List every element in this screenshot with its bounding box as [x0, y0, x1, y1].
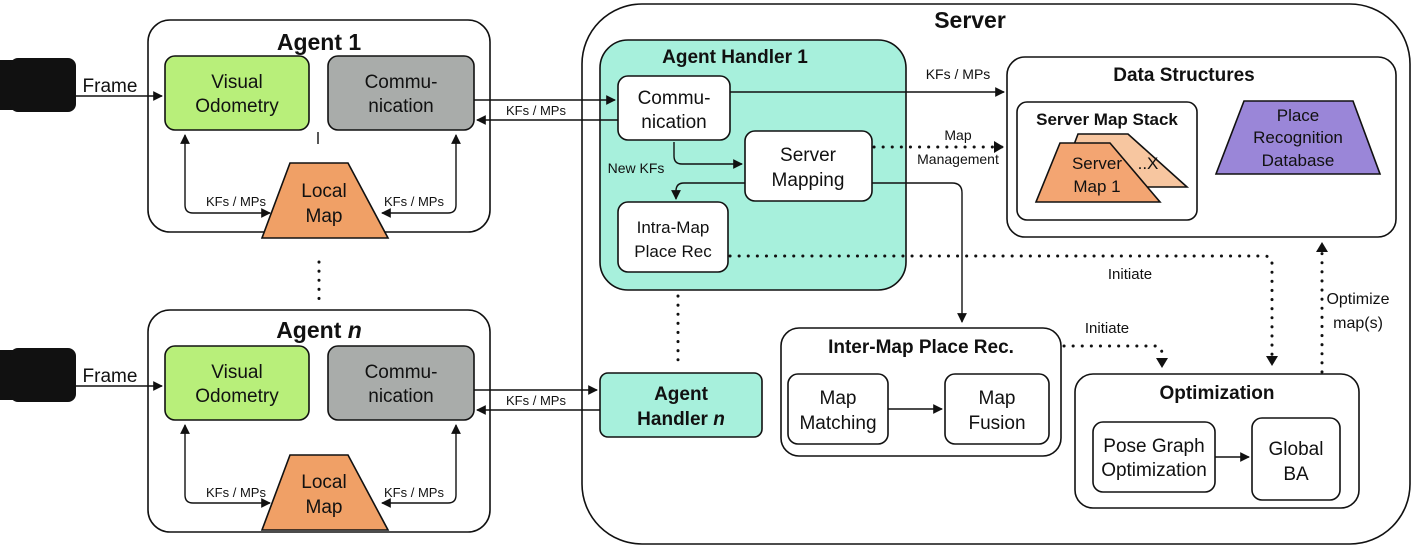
agent-handler-n: Agent Handler n: [599, 372, 763, 438]
svg-text:Place: Place: [1277, 106, 1320, 125]
map-label: Map: [944, 127, 971, 143]
server-map-stack: Server Map Stack ..X Server Map 1: [1016, 101, 1198, 221]
svg-text:Mapping: Mapping: [772, 170, 845, 191]
data-structures-title: Data Structures: [1113, 65, 1255, 86]
svg-text:Recognition: Recognition: [1253, 128, 1343, 147]
optimization-title: Optimization: [1159, 383, 1274, 404]
svg-text:Database: Database: [1262, 151, 1335, 170]
kfs-mps-left: KFs / MPs: [206, 485, 266, 500]
svg-text:Optimization: Optimization: [1101, 460, 1207, 481]
svg-text:Global: Global: [1269, 439, 1324, 460]
communication-box: Commu- nication: [327, 55, 475, 131]
pose-graph-optimization-box: Pose Graph Optimization: [1092, 421, 1216, 493]
vo-line1: Visual: [211, 362, 262, 383]
comm-line2: nication: [368, 386, 434, 407]
kfs-mps-data-structures-label: KFs / MPs: [926, 66, 991, 82]
visual-odometry-box: Visual Odometry: [164, 55, 310, 131]
camera-icon: [0, 348, 76, 402]
inter-map-place-rec-panel: Inter-Map Place Rec. Map Matching Map Fu…: [780, 327, 1062, 457]
agent-1-panel: Agent 1 Frame Visual Odometry Commu- nic…: [0, 19, 491, 239]
intra-map-place-rec-box: Intra-Map Place Rec: [617, 201, 729, 273]
optimize-line1: Optimize: [1326, 291, 1389, 308]
map-fusion-box: Map Fusion: [944, 373, 1050, 445]
handler-communication-box: Commu- nication: [617, 75, 731, 141]
map-matching-box: Map Matching: [787, 373, 889, 445]
local-map-line2: Map: [306, 206, 343, 227]
server-panel: Server Agent Handler 1 Commu- nication S…: [581, 3, 1411, 545]
svg-text:Map: Map: [979, 388, 1016, 409]
agent-n-title: Agent n: [276, 317, 362, 343]
vo-line2: Odometry: [195, 386, 279, 407]
local-map-line2: Map: [306, 497, 343, 518]
svg-text:Place Rec: Place Rec: [634, 242, 712, 261]
svg-text:Server: Server: [780, 145, 837, 166]
place-recognition-database: Place Recognition Database: [1214, 100, 1382, 175]
svg-text:Matching: Matching: [799, 413, 876, 434]
initiate-mid-label: Initiate: [1085, 320, 1129, 337]
local-map-shape: Local Map: [260, 454, 390, 531]
svg-text:Agent: Agent: [654, 384, 709, 405]
vo-line1: Visual: [211, 72, 262, 93]
camera-icon: [0, 58, 76, 112]
comm-line1: Commu-: [365, 362, 438, 383]
agent-handler-1-title: Agent Handler 1: [662, 47, 808, 68]
management-label: Management: [917, 151, 999, 167]
frame-label: Frame: [83, 366, 138, 387]
vo-line2: Odometry: [195, 96, 279, 117]
svg-text:Server Map Stack: Server Map Stack: [1036, 110, 1178, 129]
kfs-mps-right: KFs / MPs: [384, 194, 444, 209]
svg-text:Intra-Map: Intra-Map: [637, 218, 710, 237]
agent-handler-1: Agent Handler 1 Commu- nication Server M…: [599, 39, 907, 291]
agent-1-title: Agent 1: [277, 29, 362, 55]
server-title: Server: [934, 7, 1006, 33]
data-structures-panel: Data Structures Server Map Stack ..X Ser…: [1006, 56, 1397, 238]
optimization-panel: Optimization Pose Graph Optimization Glo…: [1074, 373, 1360, 509]
svg-text:Map 1: Map 1: [1073, 177, 1120, 196]
agent1-server-link-label: KFs / MPs: [506, 103, 566, 118]
comm-line1: Commu-: [365, 72, 438, 93]
server-map-x-label: ..X: [1138, 154, 1159, 173]
inter-map-title: Inter-Map Place Rec.: [828, 337, 1014, 358]
agent-handler-n-line2: Handler n: [637, 409, 725, 430]
frame-label: Frame: [83, 76, 138, 97]
agentn-server-link-label: KFs / MPs: [506, 393, 566, 408]
local-map-line1: Local: [301, 472, 346, 493]
agent-n-panel: Agent n Frame Visual Odometry Commu- nic…: [0, 309, 491, 533]
comm-line2: nication: [368, 96, 434, 117]
svg-text:Map: Map: [820, 388, 857, 409]
communication-box: Commu- nication: [327, 345, 475, 421]
svg-text:nication: nication: [641, 112, 707, 133]
local-map-line1: Local: [301, 181, 346, 202]
visual-odometry-box: Visual Odometry: [164, 345, 310, 421]
kfs-mps-left: KFs / MPs: [206, 194, 266, 209]
svg-text:Fusion: Fusion: [968, 413, 1025, 434]
local-map-shape: Local Map: [260, 162, 390, 239]
kfs-mps-right: KFs / MPs: [384, 485, 444, 500]
optimize-line2: map(s): [1333, 315, 1383, 332]
svg-text:Pose Graph: Pose Graph: [1103, 436, 1204, 457]
svg-text:Server: Server: [1072, 154, 1122, 173]
initiate-top-label: Initiate: [1108, 266, 1152, 283]
svg-text:Commu-: Commu-: [638, 88, 711, 109]
global-ba-box: Global BA: [1251, 417, 1341, 501]
new-kfs-label: New KFs: [608, 160, 665, 176]
svg-text:BA: BA: [1283, 464, 1309, 485]
server-mapping-box: Server Mapping: [744, 130, 873, 202]
